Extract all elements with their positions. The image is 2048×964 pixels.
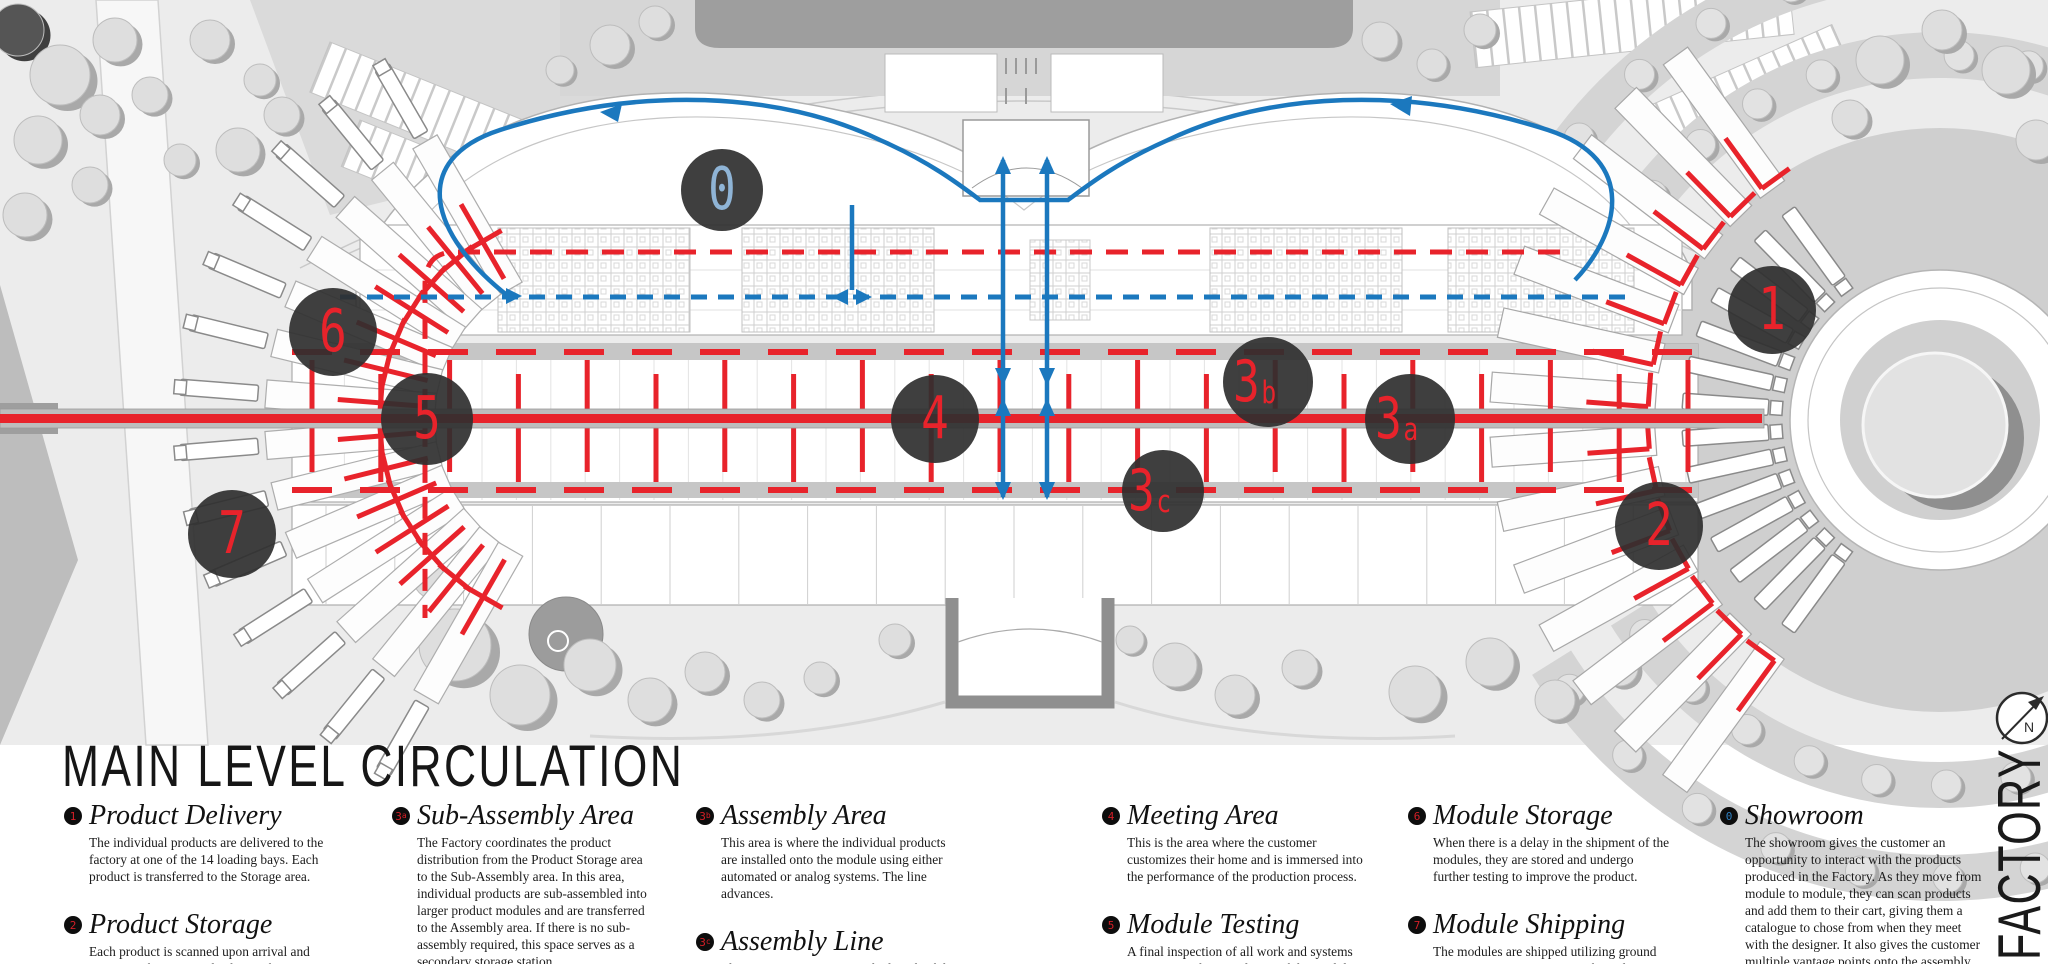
legend-body: The showroom gives the customer an oppor… bbox=[1745, 835, 1982, 964]
plan-marker-2: 2 bbox=[1615, 482, 1703, 570]
legend-item-assembly-line: 3c Assembly LineThis conveyor system runs… bbox=[696, 926, 958, 964]
north-arrow-icon: N bbox=[1995, 691, 2048, 745]
dropoff-canopy bbox=[695, 0, 1353, 48]
plan-marker-1: 1 bbox=[1728, 266, 1816, 354]
plan-marker-6: 6 bbox=[289, 288, 377, 376]
svg-text:1: 1 bbox=[1758, 275, 1786, 343]
brand-factory: FACTORY bbox=[1986, 748, 2048, 960]
plan-marker-0: 0 bbox=[681, 149, 763, 231]
legend-body: This area is where the individual produc… bbox=[721, 835, 946, 902]
page-title: MAIN LEVEL CIRCULATION bbox=[62, 734, 685, 800]
assembly-line-red bbox=[0, 414, 1762, 423]
blue-circulation bbox=[340, 96, 1630, 500]
showroom-red-dashed-loop bbox=[422, 249, 1560, 618]
legend-bullet-2: 2 bbox=[64, 916, 82, 935]
svg-text:4: 4 bbox=[921, 384, 949, 452]
entrance-pavilion bbox=[962, 119, 1090, 197]
legend-heading: Meeting Area bbox=[1127, 800, 1279, 831]
right-loading-fan bbox=[1489, 46, 1854, 794]
legend-heading: Module Storage bbox=[1433, 800, 1613, 831]
legend-body: A final inspection of all work and syste… bbox=[1127, 944, 1353, 964]
legend-heading: Product Delivery bbox=[89, 800, 282, 831]
legend-body: The Factory coordinates the product dist… bbox=[417, 835, 647, 964]
svg-text:5: 5 bbox=[413, 384, 441, 452]
legend-heading: Module Shipping bbox=[1433, 909, 1626, 941]
legend-heading: Showroom bbox=[1745, 800, 1864, 831]
legend-bullet-1: 1 bbox=[64, 807, 82, 825]
legend-heading: Assembly Area bbox=[721, 800, 887, 831]
svg-text:6: 6 bbox=[319, 297, 347, 365]
plan-marker-3a: 3a bbox=[1365, 374, 1455, 464]
legend-body: Each product is scanned upon arrival and… bbox=[89, 944, 311, 964]
plan-marker-4: 4 bbox=[891, 375, 979, 463]
plan-marker-5: 5 bbox=[381, 373, 473, 465]
legend-bullet-7: 7 bbox=[1408, 916, 1426, 935]
legend-heading: Assembly Line bbox=[721, 926, 884, 958]
showroom-blue-loop bbox=[437, 97, 1615, 298]
legend-item-module-testing: 5 Module Testing A final inspection of all… bbox=[1102, 909, 1364, 964]
svg-text:2: 2 bbox=[1645, 491, 1673, 559]
legend-heading: Product Storage bbox=[89, 909, 273, 941]
legend-body: The modules are shipped utilizing ground… bbox=[1433, 944, 1657, 964]
legend-body: This conveyor system runs the length of … bbox=[696, 960, 958, 964]
showroom-band bbox=[359, 224, 1683, 336]
blue-arrowheads bbox=[506, 96, 1412, 500]
legend-body: The individual products are delivered to… bbox=[89, 835, 324, 885]
legend-bullet-6: 6 bbox=[1408, 807, 1426, 825]
legend-heading: Module Testing bbox=[1127, 909, 1300, 941]
legend-body: This is the area where the customer cust… bbox=[1127, 835, 1363, 885]
legend-heading: Sub-Assembly Area bbox=[417, 800, 634, 831]
trees bbox=[0, 3, 2048, 731]
legend-bullet-5: 5 bbox=[1102, 916, 1120, 935]
legend-bullet-4: 4 bbox=[1102, 807, 1120, 825]
plan-marker-7: 7 bbox=[188, 490, 276, 578]
legend-bullet-0: 0 bbox=[1720, 807, 1738, 825]
svg-text:N: N bbox=[2024, 719, 2034, 735]
south-wing bbox=[291, 504, 1699, 606]
svg-text:7: 7 bbox=[218, 499, 246, 567]
south-courtyard bbox=[945, 598, 1115, 709]
plan-marker-3c: 3c bbox=[1122, 450, 1204, 532]
svg-text:0: 0 bbox=[708, 155, 736, 223]
plan-marker-3b: 3b bbox=[1223, 337, 1313, 427]
legend-body: When there is a delay in the shipment of… bbox=[1433, 835, 1670, 885]
